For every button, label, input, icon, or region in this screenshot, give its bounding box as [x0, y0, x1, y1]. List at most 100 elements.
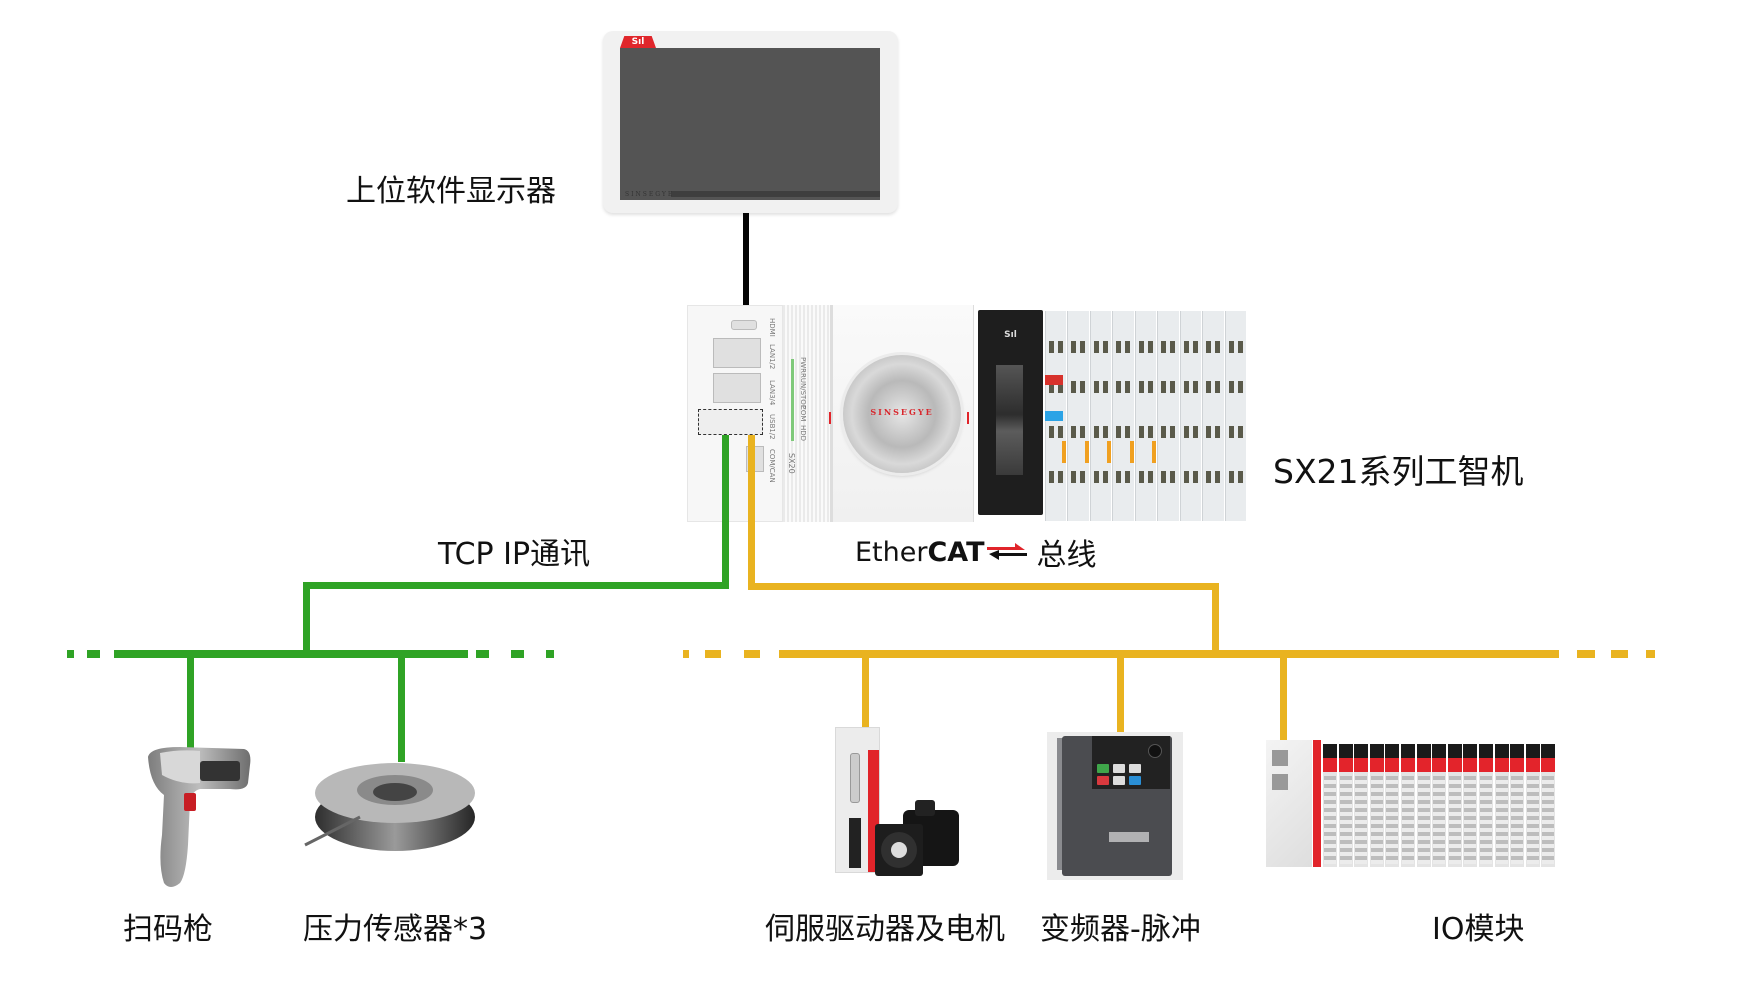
model-label: SX20	[787, 453, 796, 474]
status-led-bar	[791, 359, 794, 441]
terminal-row	[1183, 426, 1199, 438]
io-slice-blk	[1541, 744, 1556, 758]
ethercat-bus-dash	[1577, 650, 1595, 658]
io-slice-blk	[1385, 744, 1400, 758]
io-slice	[1401, 744, 1415, 867]
io-slice	[1541, 744, 1556, 867]
vfd-drop	[1117, 650, 1124, 734]
tcp-bus-dash	[87, 650, 100, 658]
vfd-up-key	[1113, 764, 1125, 773]
io-slice-grid	[1495, 776, 1508, 864]
terminal-row	[1228, 381, 1243, 393]
led-label-pwr: PWR	[799, 357, 807, 374]
terminal-row	[1049, 341, 1064, 353]
io-slice	[1494, 744, 1509, 867]
io-slice-grid	[1464, 776, 1477, 864]
vfd-down-key	[1113, 776, 1125, 785]
orange-clip	[1062, 441, 1067, 463]
ethercat-bus-dash	[683, 650, 689, 658]
led-label-hdd: HDD	[799, 425, 807, 442]
io-slice-rd	[1369, 758, 1384, 772]
io-slice-blk	[1479, 744, 1493, 758]
terminal-row	[1206, 471, 1221, 483]
io-slice-grid	[1542, 776, 1555, 864]
io-slice-blk	[1525, 744, 1540, 758]
ethercat-cable-drop	[1212, 583, 1219, 658]
io-slice	[1323, 744, 1337, 867]
terminal-row	[1093, 381, 1109, 393]
tcp-bus-dash	[67, 650, 74, 658]
hdmi-cable	[743, 213, 749, 323]
io-slice	[1202, 311, 1224, 521]
terminal-row	[1116, 341, 1131, 353]
ethercat-bus-dash	[1611, 650, 1628, 658]
lan12-port	[713, 338, 761, 368]
led-label-run: RUN/STOP	[799, 373, 807, 410]
port-label-comcan: COM/CAN	[768, 449, 776, 483]
blue-clip	[1045, 411, 1063, 421]
ethercat-word-bold: CAT	[927, 536, 985, 568]
servo-motor-icon	[875, 800, 959, 876]
io-slice	[1385, 744, 1400, 867]
controller-io-modules	[1045, 311, 1247, 521]
terminal-row	[1138, 471, 1154, 483]
vfd-dial	[1148, 744, 1162, 758]
terminal-row	[1161, 426, 1176, 438]
brand-knob: SINSEGYE	[843, 355, 961, 473]
terminal-row	[1093, 341, 1109, 353]
io-slice-grid	[1370, 776, 1383, 864]
hdmi-port	[731, 320, 757, 330]
orange-clip	[1129, 441, 1134, 463]
io-slice-rd	[1416, 758, 1431, 772]
scanner-label: 扫码枪	[123, 912, 213, 947]
io-slice-blk	[1338, 744, 1353, 758]
io-slice-blk	[1463, 744, 1478, 758]
port-label-usb: USB1/2	[768, 414, 776, 440]
led-label-com: COM	[799, 405, 807, 422]
io-slice-grid	[1339, 776, 1352, 864]
tcp-bus-dash	[511, 650, 524, 658]
terminal-row	[1206, 381, 1221, 393]
terminal-row	[1206, 426, 1221, 438]
coupler-red-strip	[1313, 740, 1321, 867]
terminal-row	[1183, 381, 1199, 393]
io-slice-rd	[1323, 758, 1337, 772]
ethercat-arrows-icon	[986, 543, 1027, 560]
port-label-lan34: LAN3/4	[768, 380, 776, 406]
servo-drop	[862, 650, 869, 730]
tcp-cable-horizontal	[303, 582, 729, 589]
terminal-row	[1183, 341, 1199, 353]
display-logo: Sıl	[1004, 330, 1017, 340]
io-slice-grid	[1402, 776, 1414, 864]
vfd-mode-key	[1129, 764, 1141, 773]
ethercat-bus-dash	[744, 650, 760, 658]
io-slice-grid	[1324, 776, 1336, 864]
io-coupler	[1266, 740, 1312, 867]
brand-logo: Sıl	[620, 36, 656, 48]
io-slice	[1179, 311, 1202, 521]
io-slice-blk	[1323, 744, 1337, 758]
io-slice	[1416, 744, 1431, 867]
terminal-row	[1116, 426, 1131, 438]
coupler-lan-port	[1272, 774, 1288, 790]
io-slice-rd	[1385, 758, 1400, 772]
io-slice-rd	[1525, 758, 1540, 772]
red-clip	[1045, 375, 1063, 385]
terminal-row	[1071, 471, 1086, 483]
terminal-row	[1071, 381, 1086, 393]
ethercat-bus-dash	[1646, 650, 1655, 658]
terminal-row	[1093, 471, 1109, 483]
io-slice	[1134, 311, 1157, 521]
io-slice-rd	[1541, 758, 1556, 772]
servo-red-stripe	[868, 750, 879, 872]
vfd-keypad	[1092, 736, 1170, 789]
port-label-hdmi: HDMI	[768, 318, 776, 337]
io-label: IO模块	[1432, 912, 1525, 947]
io-slice-grid	[1480, 776, 1492, 864]
io-slice	[1479, 744, 1493, 867]
io-slice-blk	[1432, 744, 1447, 758]
hmi-monitor: Sıl SINSEGYE	[603, 31, 898, 213]
vfd-label: 变频器-脉冲	[1040, 912, 1201, 947]
pressure-sensor-label: 压力传感器*3	[303, 912, 488, 947]
terminal-row	[1161, 341, 1176, 353]
